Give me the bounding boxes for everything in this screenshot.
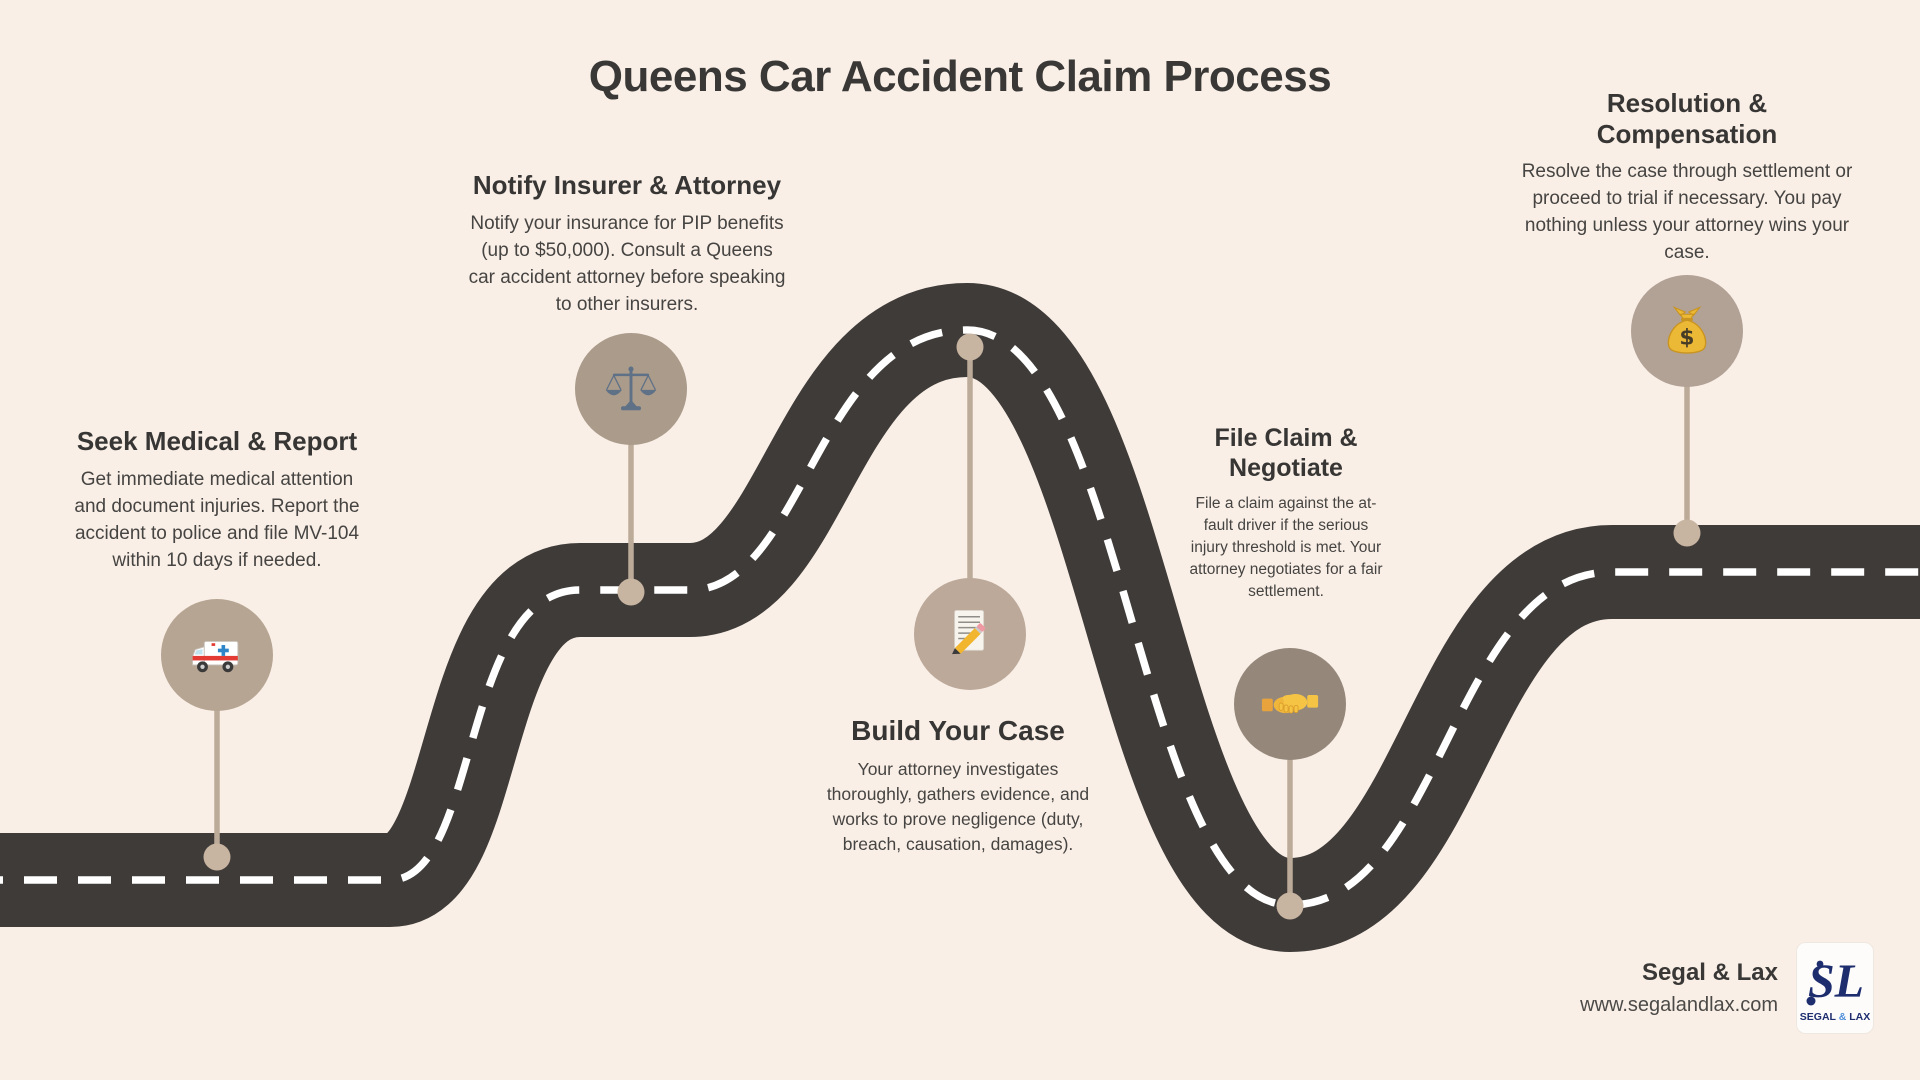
step-5-milestone: $ (1631, 275, 1743, 387)
connector-dot-2 (617, 578, 645, 606)
svg-text:SEGAL & LAX: SEGAL & LAX (1800, 1011, 1870, 1023)
segal-lax-logo: SL SEGAL & LAX (1796, 942, 1874, 1034)
svg-text:SL: SL (1808, 955, 1864, 1008)
step-2-notify-insurer: Notify Insurer & Attorney Notify your in… (442, 170, 812, 319)
road-center-dashes (0, 326, 1920, 909)
memo-pencil-icon (952, 609, 986, 655)
step-3-build-case: Build Your Case Your attorney investigat… (808, 714, 1108, 856)
handshake-icon (1261, 694, 1319, 714)
step-3-description: Your attorney investigates thoroughly, g… (826, 759, 1090, 854)
step-5-description: Resolve the case through settlement or p… (1521, 161, 1853, 264)
scales-of-justice-icon (605, 366, 657, 411)
money-bag-icon: $ (1667, 306, 1707, 354)
step-4-file-claim: File Claim & Negotiate File a claim agai… (1176, 424, 1396, 603)
page-title: Queens Car Accident Claim Process (588, 52, 1332, 101)
connector-dots (203, 333, 1701, 920)
step-4-description: File a claim against the at-fault driver… (1189, 495, 1383, 600)
brand-name: Segal & Lax (1641, 959, 1778, 986)
connector-dot-3 (956, 333, 984, 361)
connector-dot-1 (203, 843, 231, 871)
connector-dot-4 (1276, 892, 1304, 920)
step-5-resolution: Resolution & Compensation Resolve the ca… (1507, 88, 1867, 267)
step-1-description: Get immediate medical attention and docu… (74, 468, 360, 571)
step-4-title: File Claim & Negotiate (1214, 424, 1358, 482)
step-2-milestone (575, 333, 687, 445)
step-3-title: Build Your Case (851, 715, 1065, 746)
svg-text:$: $ (1679, 326, 1694, 351)
step-1-milestone (161, 599, 273, 711)
connector-dot-5 (1673, 519, 1701, 547)
step-2-description: Notify your insurance for PIP benefits (… (468, 212, 786, 315)
step-1-title: Seek Medical & Report (76, 426, 358, 456)
brand-website: www.segalandlax.com (1580, 994, 1778, 1016)
step-2-title: Notify Insurer & Attorney (472, 170, 782, 200)
ambulance-icon (192, 640, 239, 673)
footer-brand: Segal & Lax www.segalandlax.com SL SEGAL… (1580, 942, 1874, 1034)
step-1-seek-medical: Seek Medical & Report Get immediate medi… (57, 426, 377, 575)
brand-text: Segal & Lax www.segalandlax.com (1580, 959, 1778, 1017)
step-3-milestone (914, 578, 1026, 690)
step-5-title: Resolution & Compensation (1596, 88, 1778, 149)
step-4-milestone (1234, 648, 1346, 760)
